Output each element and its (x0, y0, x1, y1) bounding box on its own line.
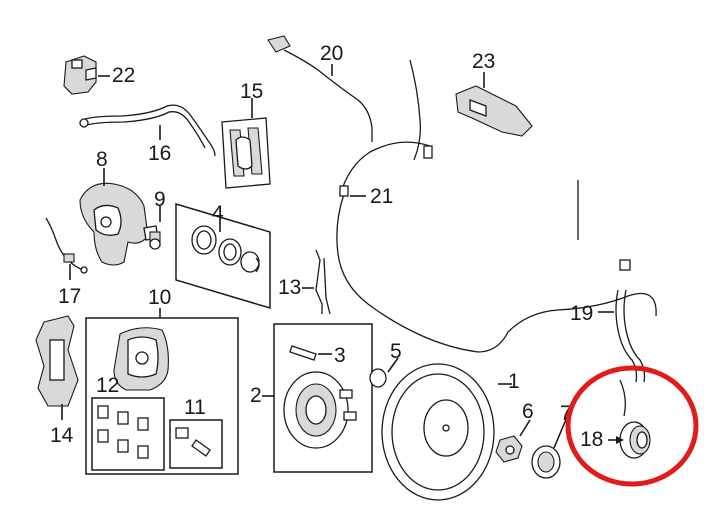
callout-17: 17 (58, 285, 81, 308)
part-14-caliper-bracket[interactable] (35, 315, 79, 407)
part-16-hose[interactable] (79, 104, 216, 157)
callout-16: 16 (148, 142, 171, 165)
part-5-cap[interactable] (369, 368, 387, 388)
callout-4: 4 (212, 202, 224, 225)
callout-10: 10 (148, 286, 171, 309)
callout-18: 18 (580, 428, 603, 451)
part-21-brake-line[interactable] (336, 141, 657, 353)
part-18-actuator[interactable] (619, 379, 651, 459)
callout-6: 6 (522, 400, 534, 423)
callout-23: 23 (472, 50, 495, 73)
callout-7: 7 (560, 402, 572, 425)
callout-12: 12 (96, 374, 119, 397)
part-8-dust-shield[interactable] (79, 182, 149, 266)
part-22-sensor-bracket[interactable] (63, 55, 110, 95)
part-11-group-box (169, 419, 223, 469)
part-2-wheel-hub[interactable] (283, 371, 357, 449)
callout-14: 14 (50, 424, 74, 447)
callout-8: 8 (96, 148, 108, 171)
part-1-brake-rotor[interactable] (381, 363, 495, 501)
part-15-brake-pads[interactable] (221, 117, 271, 189)
callout-22: 22 (112, 64, 135, 87)
callout-21: 21 (370, 185, 393, 208)
highlight-circle (565, 365, 699, 487)
callout-15: 15 (240, 80, 263, 103)
callout-19: 19 (570, 302, 593, 325)
part-4-bearing-kit[interactable] (175, 202, 271, 310)
part-3-wheel-stud[interactable] (289, 345, 317, 361)
part-12-group-box (91, 397, 165, 471)
callout-2: 2 (250, 384, 262, 407)
part-10-caliper[interactable] (113, 327, 169, 391)
leader-6 (519, 419, 531, 437)
part-12-guide-pins[interactable] (97, 405, 149, 459)
callout-9: 9 (154, 188, 166, 211)
callout-3: 3 (334, 344, 346, 367)
callout-13: 13 (278, 276, 301, 299)
callout-1: 1 (508, 370, 520, 393)
part-7-dust-cap[interactable] (531, 445, 561, 479)
part-23-bracket[interactable] (455, 85, 533, 137)
leader-18-arrow (616, 436, 624, 444)
part-17-sensor-wire[interactable] (45, 217, 88, 274)
part-11-bleeder[interactable] (175, 427, 211, 457)
callout-11: 11 (184, 396, 206, 419)
callout-20: 20 (320, 42, 343, 65)
callout-5: 5 (390, 340, 402, 363)
part-9-bolt[interactable] (143, 225, 161, 250)
part-6-nut[interactable] (495, 435, 523, 463)
part-20-wiring-harness[interactable] (267, 35, 433, 161)
part-13-clip[interactable] (315, 249, 331, 315)
part-2-group-box (273, 323, 373, 473)
leader-5 (387, 357, 399, 373)
part-10-group-box (85, 317, 239, 475)
